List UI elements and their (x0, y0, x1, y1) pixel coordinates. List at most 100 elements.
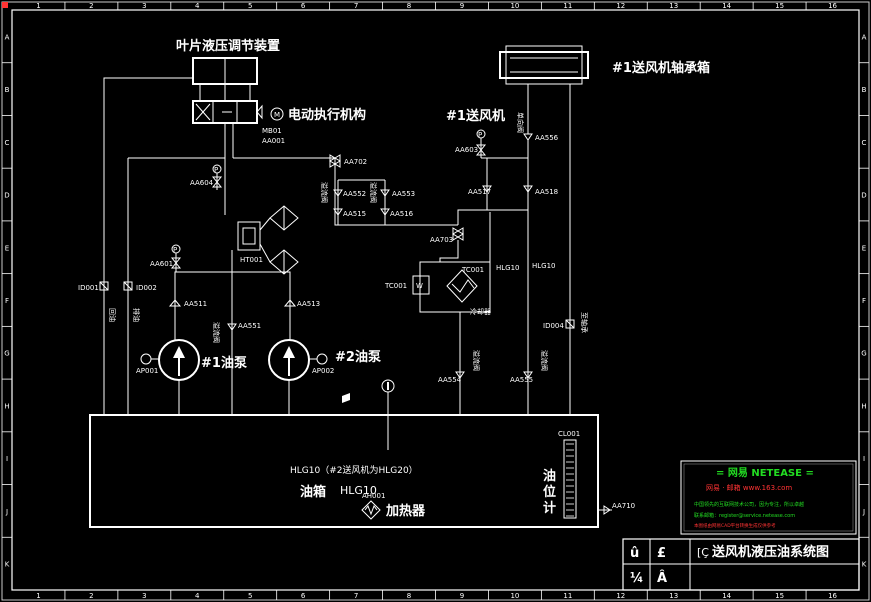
title-cell-a: û (630, 546, 639, 561)
svg-text:P: P (478, 131, 482, 139)
grid-row-left-A: A (5, 33, 10, 41)
brand-box (680, 460, 857, 535)
grid-col-top-11: 11 (563, 2, 572, 10)
grid-col-bottom-5: 5 (248, 592, 252, 600)
fan-label: #1送风机 (446, 108, 505, 124)
tag-id004: ID004 (543, 322, 564, 330)
grid-col-top-8: 8 (407, 2, 411, 10)
tag-cl001: CL001 (558, 430, 580, 438)
grid-col-top-5: 5 (248, 2, 252, 10)
heater-label: 加热器 (385, 503, 426, 519)
grid-row-left-G: G (4, 350, 9, 358)
grid-row-left-B: B (5, 86, 10, 94)
title-cell-c: ¼ (630, 571, 643, 586)
oil-level-char-3: 计 (543, 500, 556, 516)
grid-row-right-J: J (862, 508, 865, 516)
valve-aa556-icon (523, 133, 533, 141)
grid-col-top-3: 3 (142, 2, 146, 10)
tag-aa517: AA517 (468, 188, 491, 196)
switch-id001-icon (99, 281, 109, 291)
grid-col-top-2: 2 (89, 2, 93, 10)
grid-row-right-B: B (862, 86, 867, 94)
grid-row-right-F: F (862, 297, 866, 305)
pump2-label: #2油泵 (335, 349, 381, 365)
grid-row-right-E: E (862, 244, 866, 252)
filter-lower-icon (269, 249, 299, 275)
note-vent: 排油 (132, 308, 141, 322)
grid-col-top-14: 14 (722, 2, 731, 10)
brand-subtitle: 网易 · 邮箱 www.163.com (706, 483, 792, 492)
grid-row-left-I: I (6, 455, 8, 463)
relief-note-4: 溢流阀 (472, 350, 481, 371)
tag-aa601: AA601 (150, 260, 173, 268)
tag-aa554: AA554 (438, 376, 462, 384)
filter-upper-icon (269, 205, 299, 231)
tag-aa555: AA555 (510, 376, 533, 384)
bearing-box-label: #1送风机轴承箱 (612, 60, 710, 76)
grid-col-top-4: 4 (195, 2, 200, 10)
tag-tc001: TC001 (384, 282, 407, 290)
check-note-1: 单向阀 (516, 112, 525, 133)
oil-level-char-1: 油 (543, 468, 556, 484)
heater-icon (361, 500, 381, 520)
valve-aa703-icon (452, 227, 464, 241)
corner-mark (2, 2, 8, 8)
tag-aa710: AA710 (612, 502, 635, 510)
svg-text:P: P (173, 246, 177, 254)
oil-level-char-2: 位 (543, 484, 556, 500)
temp-switch-tc001-icon (412, 275, 430, 295)
tag-ah001: AH001 (362, 492, 385, 500)
grid-col-bottom-11: 11 (563, 592, 572, 600)
grid-col-top-15: 15 (775, 2, 784, 10)
valve-aa702-icon (329, 154, 341, 168)
tag-aa553: AA553 (392, 190, 415, 198)
grid-col-bottom-15: 15 (775, 592, 784, 600)
grid-col-bottom-4: 4 (195, 592, 200, 600)
tag-hlg10-b: HLG10 (532, 262, 556, 270)
tag-mb01: MB01 (262, 127, 282, 135)
tag-ap002: AP002 (312, 367, 334, 375)
actuator-coupling (256, 104, 263, 120)
cooler-label: 冷却器 (470, 307, 491, 316)
svg-text:W: W (416, 282, 423, 290)
grid-col-bottom-13: 13 (669, 592, 678, 600)
tag-ht001: HT001 (240, 256, 263, 264)
grid-row-left-K: K (5, 561, 10, 569)
tag-aa551: AA551 (238, 322, 261, 330)
grid-col-top-1: 1 (36, 2, 40, 10)
oil-level-gauge-icon (563, 439, 577, 519)
oil-tank (89, 414, 599, 528)
note-lube: 至轴承 (580, 312, 589, 333)
pipe-vane-return (103, 77, 193, 415)
tank-label: 油箱 (300, 484, 326, 500)
svg-text:P: P (214, 166, 218, 174)
tag-aa552: AA552 (343, 190, 366, 198)
drawing-title: 送风机液压油系统图 (711, 544, 829, 560)
grid-col-bottom-7: 7 (354, 592, 358, 600)
pump2-motor-icon (316, 353, 328, 365)
grid-col-bottom-1: 1 (36, 592, 40, 600)
tag-aa515: AA515 (343, 210, 366, 218)
grid-col-top-10: 10 (510, 2, 519, 10)
tag-aa518: AA518 (535, 188, 558, 196)
brand-title: = 网易 NETEASE = (716, 467, 814, 479)
tag-id001: ID001 (78, 284, 99, 292)
grid-col-top-12: 12 (616, 2, 625, 10)
grid-col-bottom-8: 8 (407, 592, 411, 600)
grid-col-bottom-16: 16 (828, 592, 837, 600)
grid-col-top-6: 6 (301, 2, 306, 10)
brand-line-1: 中国领先的互联网技术公司，因为专注，所以卓越 (694, 501, 804, 508)
grid-col-top-13: 13 (669, 2, 678, 10)
grid-row-left-F: F (5, 297, 9, 305)
valve-aa554-icon (455, 371, 465, 379)
brand-line-3: 本图纸由网易CAD平台转换生成仅供参考 (694, 522, 776, 529)
title-cell-e: [Ç (697, 546, 709, 559)
grid-row-left-E: E (5, 244, 9, 252)
ht001-block (237, 221, 261, 251)
title-cell-d: Â (657, 570, 667, 586)
